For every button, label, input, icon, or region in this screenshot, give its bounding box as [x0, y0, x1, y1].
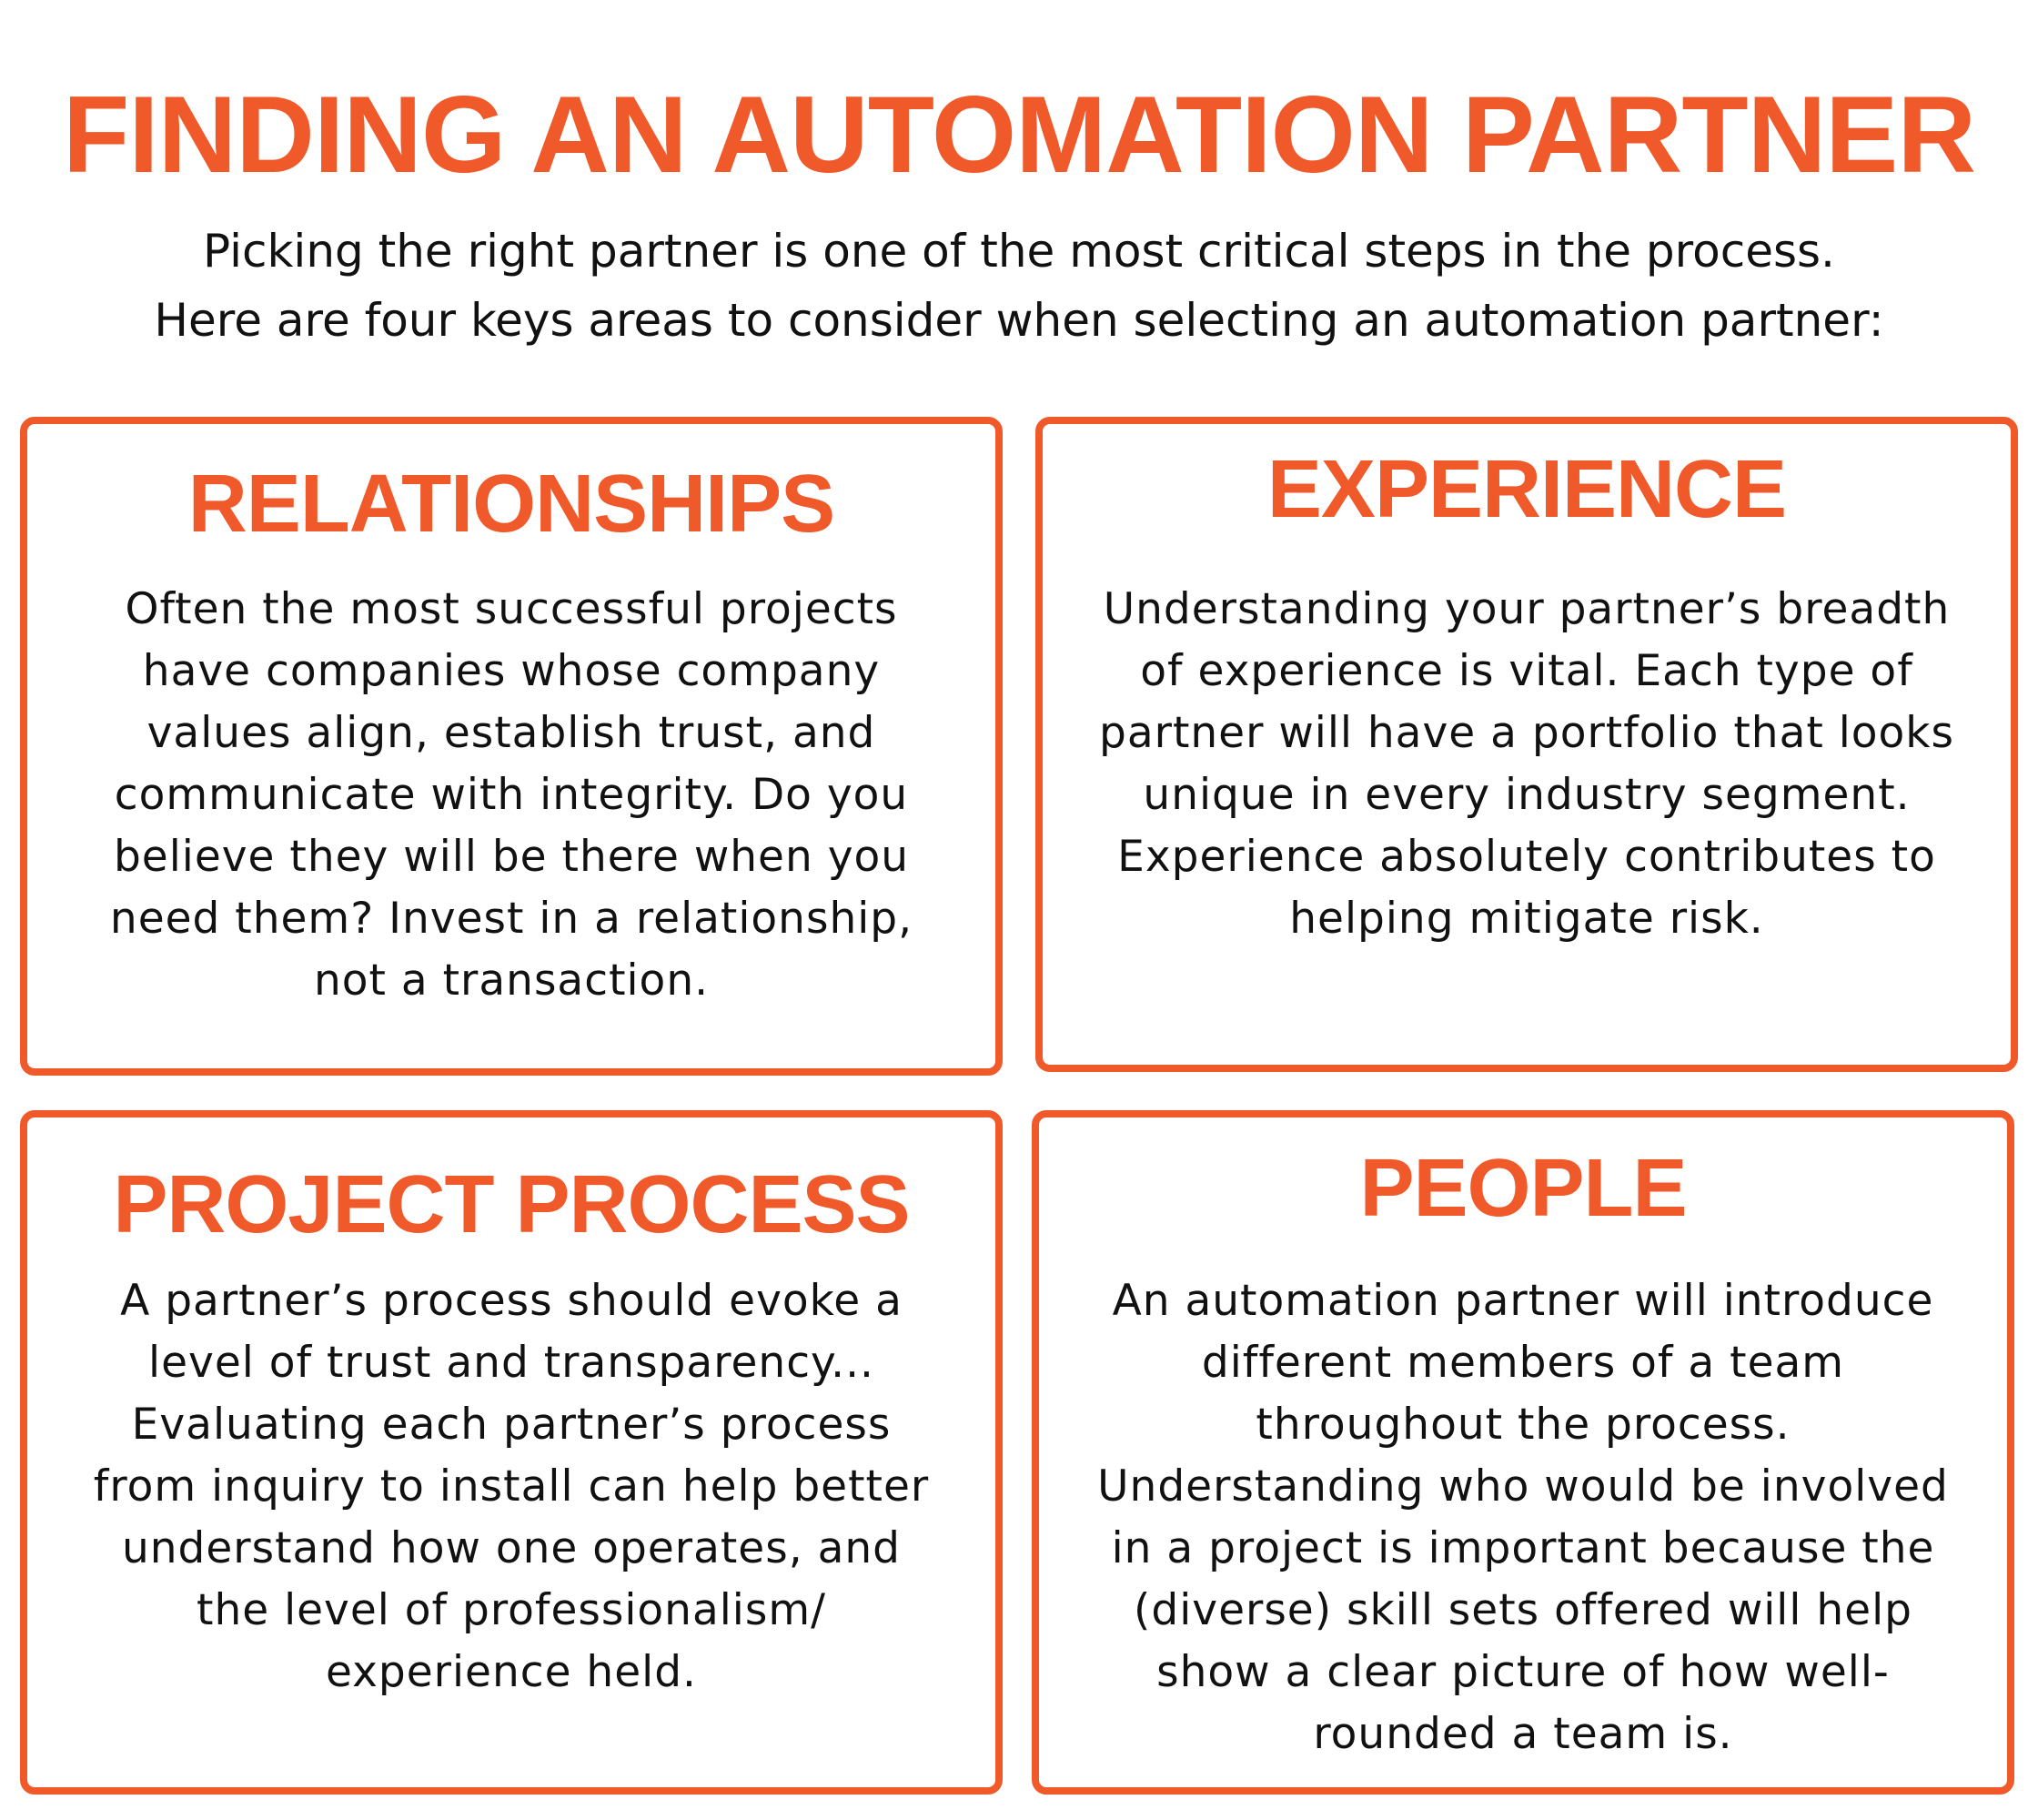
card-experience: EXPERIENCE Understanding your partner’s …: [1035, 417, 2018, 1072]
card-relationships: RELATIONSHIPS Often the most successful …: [20, 417, 1003, 1076]
intro-line: Picking the right partner is one of the …: [203, 225, 1835, 278]
body-line: the level of professionalism/: [197, 1585, 826, 1635]
body-line: level of trust and transparency...: [148, 1338, 874, 1388]
body-line: (diverse) skill sets offered will help: [1134, 1585, 1912, 1635]
body-line: not a transaction.: [313, 956, 710, 1006]
body-line: from inquiry to install can help better: [93, 1461, 930, 1512]
body-line: An automation partner will introduce: [1112, 1276, 1934, 1326]
body-line: helping mitigate risk.: [1289, 894, 1764, 944]
body-line: Often the most successful projects: [125, 584, 898, 634]
page-title: FINDING AN AUTOMATION PARTNER: [63, 74, 1976, 196]
card-body-project-process: A partner’s process should evoke a level…: [27, 1270, 995, 1704]
body-line: A partner’s process should evoke a: [120, 1276, 903, 1326]
intro-text: Picking the right partner is one of the …: [0, 217, 2038, 355]
body-line: Evaluating each partner’s process: [131, 1400, 892, 1450]
card-body-relationships: Often the most successful projects have …: [27, 579, 995, 1012]
body-line: believe they will be there when you: [113, 832, 910, 882]
card-body-people: An automation partner will introduce dif…: [1039, 1270, 2007, 1765]
card-body-experience: Understanding your partner’s breadth of …: [1043, 579, 2011, 950]
body-line: unique in every industry segment.: [1143, 770, 1911, 820]
body-line: need them? Invest in a relationship,: [109, 894, 913, 944]
card-people: PEOPLE An automation partner will introd…: [1032, 1110, 2014, 1795]
body-line: partner will have a portfolio that looks: [1098, 708, 1955, 758]
body-line: in a project is important because the: [1111, 1523, 1935, 1573]
body-line: different members of a team: [1201, 1338, 1845, 1388]
body-line: understand how one operates, and: [121, 1523, 901, 1573]
card-project-process: PROJECT PROCESS A partner’s process shou…: [20, 1110, 1003, 1795]
intro-line: Here are four keys areas to consider whe…: [154, 294, 1884, 347]
body-line: experience held.: [326, 1647, 697, 1697]
card-heading-project-process: PROJECT PROCESS: [113, 1159, 910, 1250]
body-line: rounded a team is.: [1313, 1709, 1733, 1759]
body-line: Understanding who would be involved: [1097, 1461, 1949, 1512]
body-line: throughout the process.: [1256, 1400, 1791, 1450]
body-line: Understanding your partner’s breadth: [1103, 584, 1951, 634]
body-line: Experience absolutely contributes to: [1117, 832, 1936, 882]
body-line: communicate with integrity. Do you: [114, 770, 909, 820]
body-line: show a clear picture of how well-: [1156, 1647, 1890, 1697]
card-heading-people: PEOPLE: [1359, 1143, 1687, 1234]
body-line: values align, establish trust, and: [146, 708, 876, 758]
body-line: of experience is vital. Each type of: [1140, 646, 1913, 696]
body-line: have companies whose company: [142, 646, 881, 696]
card-heading-relationships: RELATIONSHIPS: [187, 459, 835, 550]
card-heading-experience: EXPERIENCE: [1266, 444, 1787, 535]
